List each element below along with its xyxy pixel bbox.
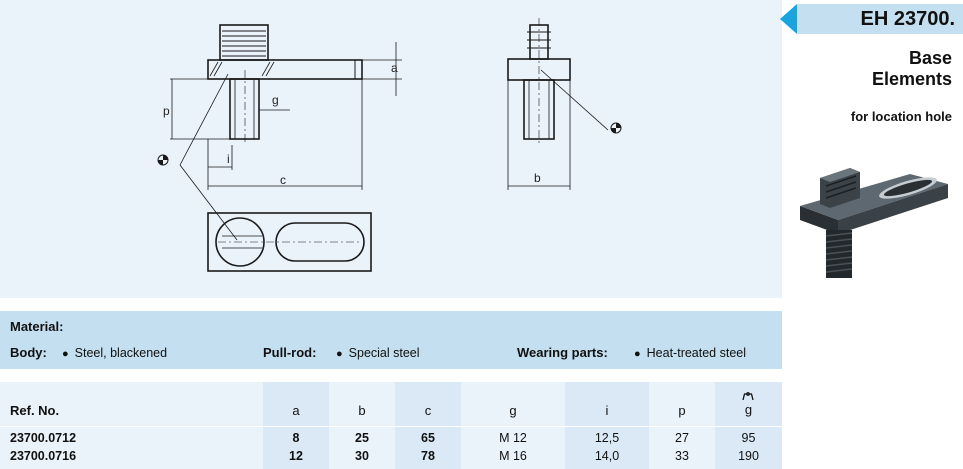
dim-label-i: i: [227, 152, 230, 166]
row-divider: [0, 426, 782, 427]
wearing-label: Wearing parts:: [517, 345, 608, 360]
row1-a: 8: [292, 431, 300, 445]
wearing-material: Heat-treated steel: [646, 346, 747, 360]
dim-label-b: b: [534, 171, 541, 185]
product-title-line2: Elements: [871, 69, 952, 89]
pullrod-value: ● Special steel: [336, 346, 420, 360]
row2-i: 14,0: [594, 449, 620, 463]
dim-label-g: g: [272, 93, 279, 107]
material-heading: Material:: [10, 319, 64, 334]
header-g: g: [509, 403, 517, 418]
header-tab: [797, 4, 963, 34]
body-material: Steel, blackened: [74, 346, 168, 360]
table-col-bg: [0, 382, 263, 469]
row1-p: 27: [675, 431, 689, 445]
dim-label-a: a: [391, 61, 398, 75]
body-value: ● Steel, blackened: [62, 346, 167, 360]
wearing-value: ● Heat-treated steel: [634, 346, 746, 360]
catalog-code: EH 23700.: [860, 8, 955, 30]
header-ref-no: Ref. No.: [10, 403, 60, 418]
header-a: a: [292, 403, 300, 418]
pull-rod-knob: [219, 24, 269, 61]
technical-drawing: p g i c a: [0, 0, 782, 298]
header-b: b: [358, 403, 366, 418]
header-arrow-icon: [780, 4, 797, 34]
row1-weight: 95: [741, 431, 756, 445]
table-col-bg: [565, 382, 649, 469]
header-weight-g: g: [744, 402, 753, 417]
row2-g: M 16: [499, 449, 527, 463]
dim-label-p: p: [163, 104, 170, 118]
weight-icon: [742, 392, 754, 401]
table-col-bg: [263, 382, 329, 469]
slot-outline: [275, 222, 365, 262]
table-col-bg: [649, 382, 715, 469]
product-title-line1: Base: [908, 48, 952, 68]
product-subtitle: for location hole: [850, 109, 952, 124]
row1-b: 25: [355, 431, 369, 445]
threaded-shank: [229, 78, 260, 140]
table-col-bg: [461, 382, 565, 469]
bullet-icon: ●: [336, 348, 343, 360]
right-panel: [782, 0, 963, 469]
body-label: Body:: [10, 345, 47, 360]
table-col-bg: [329, 382, 395, 469]
product-title: Base Elements: [800, 48, 952, 90]
row1-c: 65: [421, 431, 435, 445]
base-plate-side: [207, 59, 363, 80]
bullet-icon: ●: [634, 348, 641, 360]
pullrod-material: Special steel: [348, 346, 420, 360]
row1-i: 12,5: [594, 431, 620, 445]
base-plate-top: [207, 212, 372, 272]
location-hole-circle: [215, 217, 265, 267]
table-col-bg: [395, 382, 461, 469]
dim-label-c: c: [280, 173, 286, 187]
side-shank: [523, 79, 555, 140]
row2-ref-no: 23700.0716: [10, 449, 77, 463]
table-col-bg: [715, 382, 782, 469]
bullet-icon: ●: [62, 348, 69, 360]
row2-p: 33: [675, 449, 689, 463]
drawing-svg: p g i c a: [157, 18, 622, 272]
header-c: c: [424, 403, 432, 418]
row2-a: 12: [289, 449, 303, 463]
row1-ref-no: 23700.0712: [10, 431, 77, 445]
row1-g: M 12: [499, 431, 527, 445]
pullrod-label: Pull-rod:: [263, 345, 317, 360]
header-p: p: [678, 403, 686, 418]
material-panel: [0, 311, 782, 369]
product-photo: [800, 168, 948, 278]
row2-b: 30: [355, 449, 369, 463]
row2-weight: 190: [738, 449, 759, 463]
row2-c: 78: [421, 449, 435, 463]
header-i: i: [605, 403, 609, 418]
